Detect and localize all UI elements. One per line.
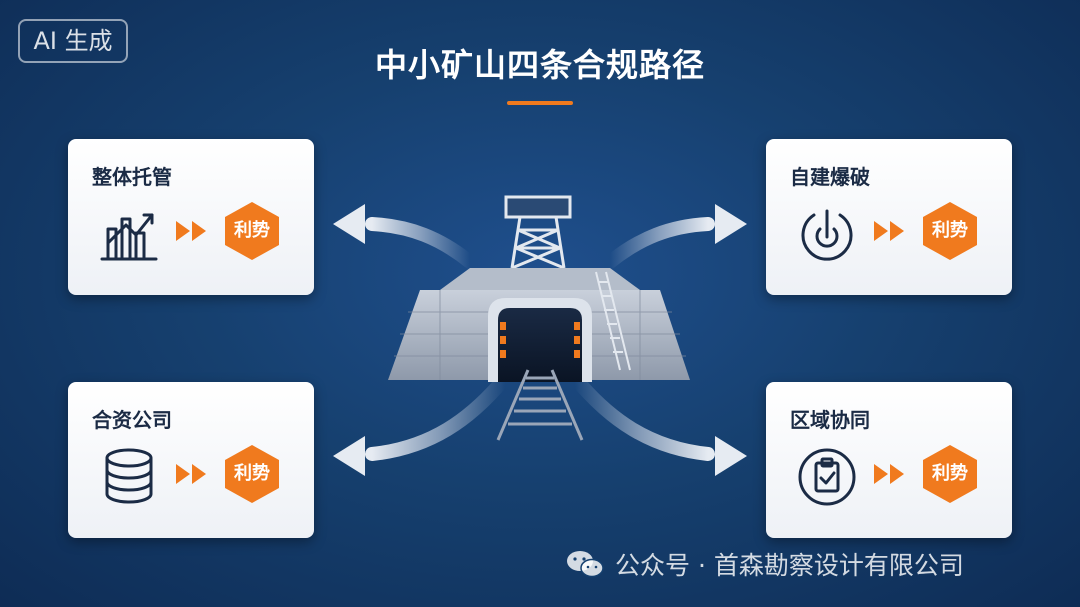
double-chevron-icon: [874, 464, 904, 484]
card-title: 区域协同: [790, 408, 870, 432]
ai-generated-badge: AI 生成: [18, 19, 128, 63]
watermark-text: 公众号 · 首森勘察设计有限公司: [615, 551, 964, 580]
title-underline: [507, 101, 573, 105]
hazard-stripes: [500, 322, 580, 358]
hexagon-badge: [225, 202, 279, 260]
hexagon-badge: [923, 445, 977, 503]
wechat-icon: [567, 551, 604, 578]
badge-label: 利势: [234, 463, 270, 484]
page-title: 中小矿山四条合规路径: [374, 46, 705, 84]
chart-icon: [100, 213, 158, 261]
arrow-bottom-left: [333, 371, 512, 476]
clipboard-check-icon: [798, 448, 856, 506]
coin-stack-icon: [105, 448, 153, 504]
power-icon: [801, 209, 853, 261]
double-chevron-icon: [874, 221, 904, 241]
badge-label: 利势: [932, 463, 968, 484]
arrow-bottom-right: [568, 371, 747, 476]
rail-track: [496, 369, 584, 441]
badge-label: 利势: [234, 220, 270, 241]
arrow-top-left: [333, 204, 477, 269]
double-chevron-icon: [176, 221, 206, 241]
wechat-watermark: 公众号 · 首森勘察设计有限公司: [565, 546, 964, 582]
tunnel-opening: [498, 308, 582, 382]
card-title: 合资公司: [92, 408, 172, 432]
double-chevron-icon: [176, 464, 206, 484]
card-self-blasting[interactable]: 自建爆破 利势: [766, 139, 1012, 295]
card-overall-custody[interactable]: 整体托管 利势: [68, 139, 314, 295]
card-joint-venture[interactable]: 合资公司 利势: [68, 382, 314, 538]
arrow-top-right: [603, 204, 747, 269]
hexagon-badge: [225, 445, 279, 503]
card-title: 整体托管: [92, 165, 172, 189]
card-title: 自建爆破: [790, 165, 870, 189]
card-regional-coordination[interactable]: 区域协同 利势: [766, 382, 1012, 538]
badge-label: 利势: [932, 220, 968, 241]
hexagon-badge: [923, 202, 977, 260]
headframe-tower: [504, 195, 572, 270]
ladder: [595, 271, 631, 371]
